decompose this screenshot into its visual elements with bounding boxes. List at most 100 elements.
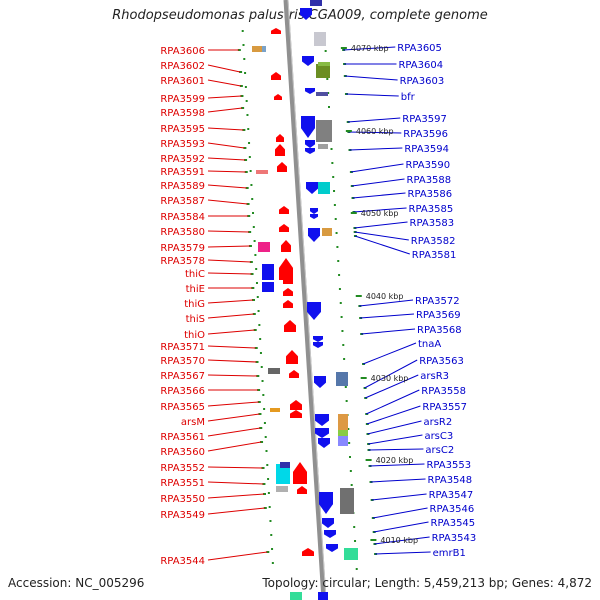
right-gene-label: RPA3568 (417, 325, 462, 336)
kbp-tick (370, 539, 377, 541)
forward-gene-arrow (275, 144, 285, 156)
right-gene-label: RPA3581 (412, 250, 457, 261)
tick-left (254, 254, 257, 256)
tick-right (341, 330, 344, 332)
right-gene-label: bfr (401, 92, 416, 103)
tick-left (255, 268, 258, 270)
forward-gene-arrow (290, 400, 302, 410)
forward-gene-arrow (290, 410, 302, 418)
gene-block (314, 32, 326, 46)
right-gene-label: RPA3553 (426, 460, 471, 471)
right-connector (352, 192, 406, 199)
left-gene-label: RPA3601 (160, 76, 205, 87)
pink-feature (256, 170, 268, 174)
tick-left (264, 436, 267, 438)
reverse-gene-arrow (318, 438, 330, 448)
left-gene-tick (257, 401, 261, 403)
gene-block (318, 62, 330, 66)
forward-gene-arrow (279, 224, 289, 232)
gene-block (338, 430, 348, 436)
gene-block (262, 46, 266, 52)
left-gene-label: RPA3591 (160, 167, 205, 178)
left-connector (207, 313, 254, 319)
left-connector (207, 184, 247, 189)
tick-left (247, 128, 250, 130)
tick-left (259, 338, 262, 340)
left-connector (207, 401, 259, 407)
gene-block (336, 372, 348, 386)
left-gene-label: RPA3551 (160, 478, 205, 489)
forward-gene-arrow (274, 94, 282, 100)
tick-right (349, 470, 352, 472)
tick-right (328, 106, 330, 108)
genome-stats-text: Topology: circular; Length: 5,459,213 bp… (262, 576, 592, 590)
tick-left (245, 100, 248, 102)
kbp-label: 4030 kbp (371, 374, 409, 383)
kbp-label: 4020 kbp (376, 456, 414, 465)
right-connector (351, 178, 405, 187)
right-connector (354, 231, 409, 241)
right-gene-label: RPA3557 (422, 402, 467, 413)
right-connector (373, 521, 429, 533)
left-gene-label: RPA3593 (160, 139, 205, 150)
tick-left (252, 226, 255, 228)
right-gene-label: RPA3563 (419, 356, 464, 367)
tick-right (333, 190, 336, 192)
tick-left (263, 408, 266, 410)
tick-right (336, 246, 339, 248)
right-connector (343, 46, 396, 51)
left-gene-tick (248, 245, 252, 247)
left-connector (207, 79, 241, 87)
gene-block (310, 0, 322, 6)
right-gene-label: RPA3585 (409, 204, 454, 215)
reverse-gene-arrow (324, 530, 336, 538)
tick-left (251, 198, 254, 200)
right-connector (345, 93, 399, 97)
left-gene-tick (249, 261, 253, 263)
right-gene-label: RPA3548 (428, 475, 473, 486)
left-connector (207, 230, 250, 233)
tick-right (354, 540, 357, 542)
reverse-gene-arrow (305, 148, 315, 154)
left-gene-tick (261, 467, 265, 469)
gene-block (262, 282, 274, 292)
reverse-gene-arrow (308, 228, 320, 242)
left-gene-tick (253, 329, 257, 331)
kbp-label: 4040 kbp (366, 292, 404, 301)
tick-right (340, 316, 343, 318)
right-connector (366, 405, 421, 425)
left-gene-label: thiE (186, 284, 205, 295)
left-gene-label: RPA3565 (160, 402, 205, 413)
tick-left (253, 240, 256, 242)
gene-block (280, 462, 290, 468)
right-connector (348, 131, 402, 134)
left-gene-label: RPA3566 (160, 386, 205, 397)
right-connector (374, 536, 430, 545)
right-connector (368, 448, 424, 451)
tick-left (267, 478, 270, 480)
left-gene-label: RPA3544 (160, 556, 205, 567)
right-gene-label: RPA3605 (397, 43, 442, 54)
forward-gene-arrow (276, 134, 284, 142)
right-gene-label: emrB1 (433, 548, 466, 559)
left-gene-tick (251, 287, 255, 289)
left-gene-label: RPA3570 (160, 356, 205, 367)
right-gene-label: RPA3603 (400, 76, 445, 87)
right-connector (349, 147, 403, 151)
gene-block (276, 486, 288, 492)
kbp-tick (360, 377, 367, 379)
tick-left (249, 170, 252, 172)
left-gene-tick (255, 361, 259, 363)
reverse-gene-arrow (322, 518, 334, 528)
magenta-feature (258, 242, 270, 252)
left-gene-tick (257, 389, 261, 391)
tick-left (242, 44, 245, 46)
left-gene-label: RPA3571 (160, 342, 205, 353)
tick-left (260, 366, 263, 368)
left-connector (207, 199, 248, 205)
right-connector (362, 342, 417, 365)
label-connectors (207, 46, 431, 561)
right-gene-label: RPA3543 (432, 533, 477, 544)
gene-labels: RPA3606RPA3602RPA3601RPA3599RPA3598RPA35… (160, 43, 476, 567)
